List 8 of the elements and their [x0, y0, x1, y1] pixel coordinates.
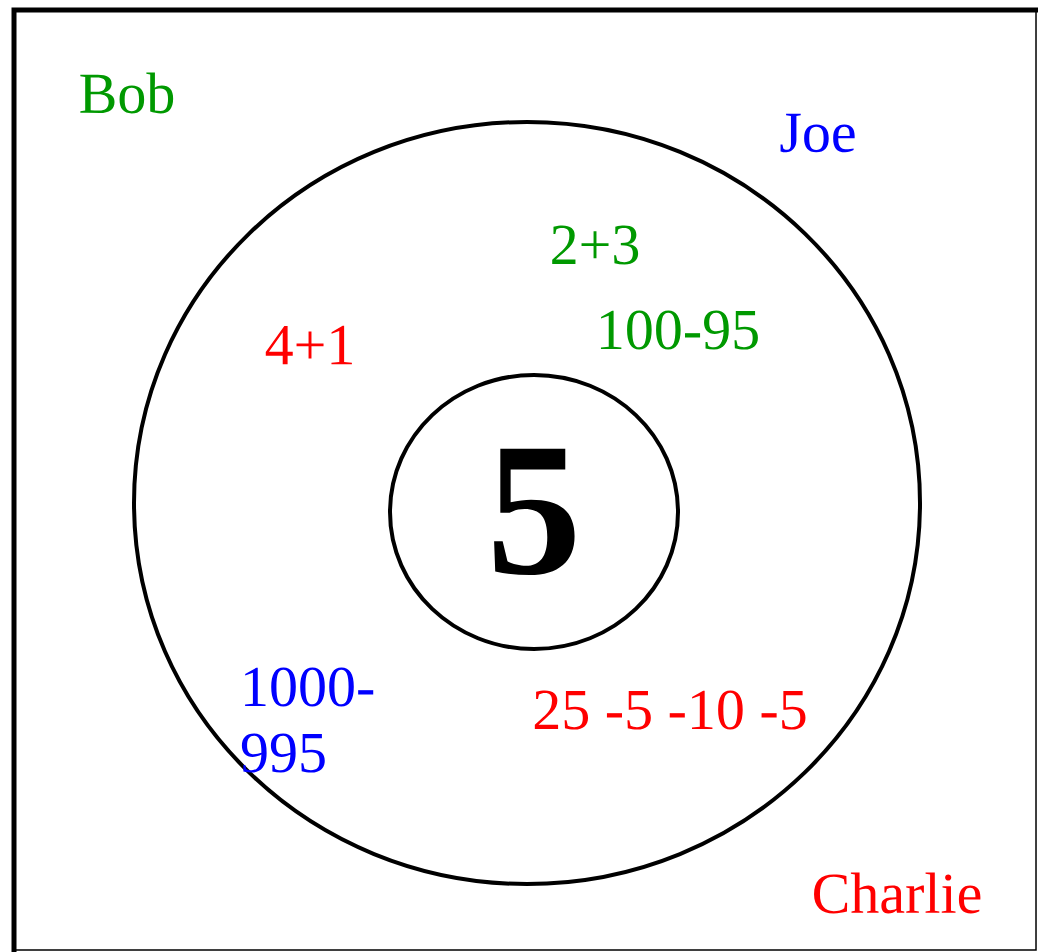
name-label: Joe	[780, 113, 855, 153]
name-label: Charlie	[814, 872, 981, 914]
number-expression: 100-95	[600, 310, 758, 350]
number-expression: 4+1	[265, 325, 352, 365]
number-expression: 1000-995	[241, 667, 374, 773]
number-expression: 25 -5 -10 -5	[534, 690, 806, 730]
name-label: Bob	[80, 72, 174, 114]
number-expression: 2+3	[552, 225, 639, 265]
